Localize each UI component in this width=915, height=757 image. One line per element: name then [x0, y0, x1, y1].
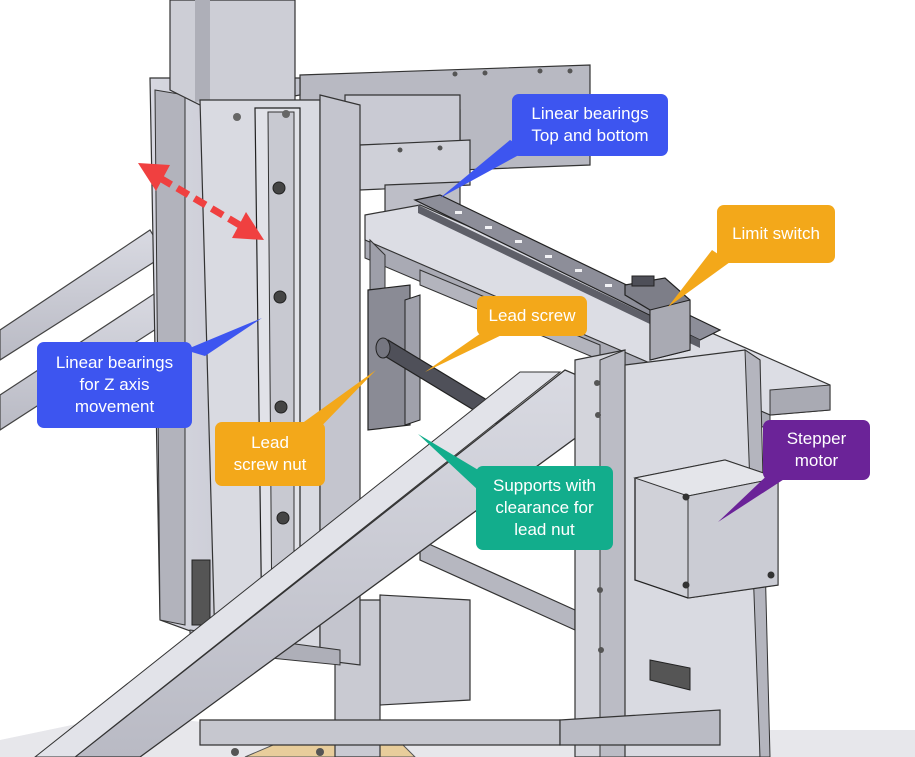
- callout-text-line: Stepper: [786, 429, 847, 448]
- callout-text-line: Linear bearings: [531, 104, 649, 123]
- callout-text-line: Limit switch: [732, 224, 820, 243]
- callout-text-line: movement: [74, 397, 155, 416]
- callout-text-line: Lead: [251, 433, 289, 452]
- pointer-supports: [418, 434, 495, 490]
- top-bearing-block: [344, 94, 461, 146]
- z-top-post: [169, 0, 296, 106]
- callout-linear-bearings-top-bottom: Linear bearings Top and bottom: [512, 94, 668, 156]
- callout-text-line: lead nut: [514, 520, 575, 539]
- pointer-lead-screw: [425, 324, 512, 372]
- callout-text-line: screw nut: [233, 455, 307, 474]
- callout-supports-clearance: Supports with clearance for lead nut: [476, 466, 613, 550]
- callout-lead-screw-nut: Lead screw nut: [215, 422, 325, 486]
- callout-limit-switch: Limit switch: [717, 205, 835, 263]
- callout-text-line: Lead screw: [488, 306, 576, 325]
- pointer-limit-switch: [668, 250, 730, 307]
- callout-text-line: motor: [794, 451, 839, 470]
- callout-text-line: for Z axis: [79, 375, 150, 394]
- callout-linear-bearings-z: Linear bearings for Z axis movement: [37, 342, 192, 428]
- callout-stepper-motor: Stepper motor: [763, 420, 870, 480]
- pointer-stepper-motor: [718, 466, 792, 522]
- callout-text-line: Linear bearings: [55, 353, 174, 372]
- callout-text-line: Supports with: [493, 476, 596, 495]
- callout-lead-screw: Lead screw: [477, 296, 587, 336]
- pointer-linear-bearings-z: [185, 318, 262, 356]
- callout-text-line: Top and bottom: [531, 126, 649, 145]
- callout-text-line: clearance for: [495, 498, 594, 517]
- double-arrow-icon: [138, 163, 264, 240]
- pointer-linear-bearings-top: [440, 140, 528, 198]
